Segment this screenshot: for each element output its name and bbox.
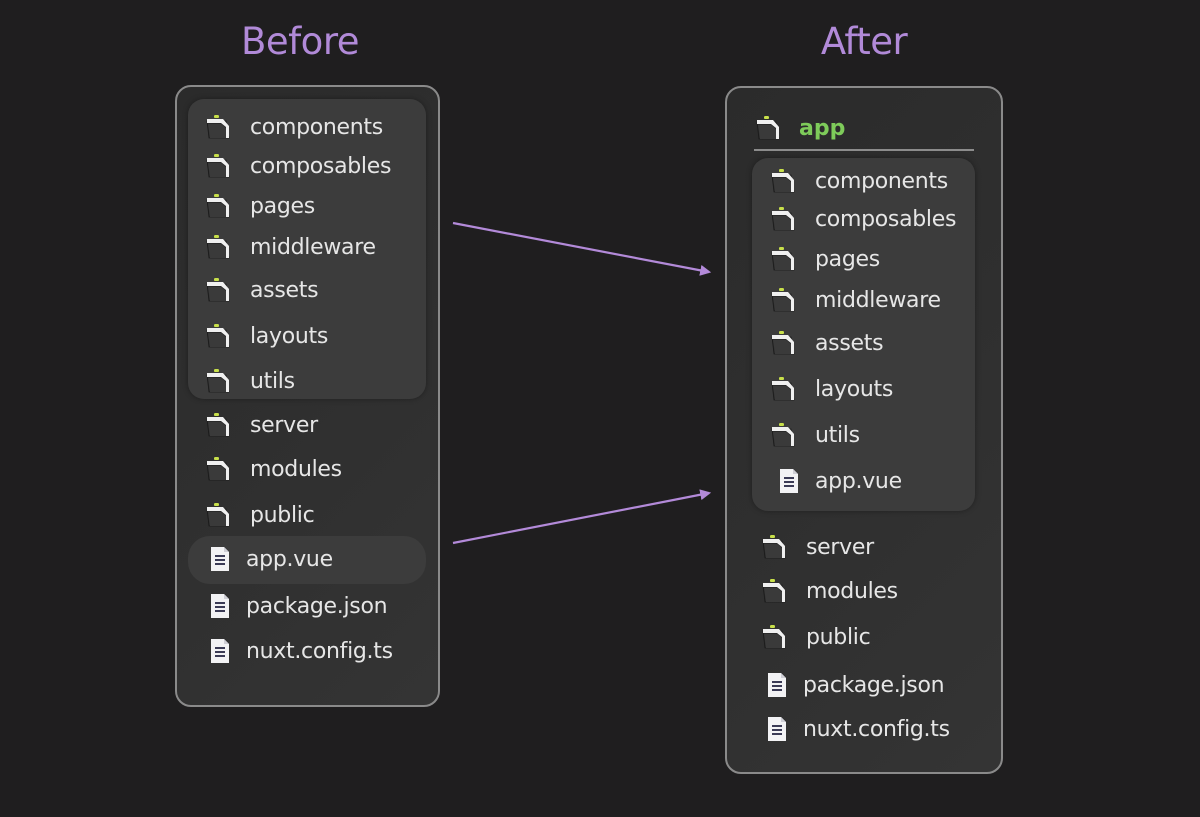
tree-item[interactable]: utils	[769, 419, 860, 451]
tree-item[interactable]: utils	[204, 365, 295, 397]
arrow-folders-to-app	[452, 221, 712, 276]
item-label: assets	[250, 277, 319, 303]
item-label: public	[250, 502, 315, 528]
tree-item[interactable]: layouts	[769, 373, 893, 405]
tree-item[interactable]: pages	[204, 190, 315, 222]
before-title: Before	[241, 20, 359, 63]
tree-item[interactable]: middleware	[204, 231, 376, 263]
tree-item[interactable]: server	[204, 409, 318, 441]
item-label: app.vue	[246, 546, 333, 572]
item-label: package.json	[803, 672, 945, 698]
tree-item[interactable]: pages	[769, 243, 880, 275]
tree-item[interactable]: middleware	[769, 284, 941, 316]
arrow-app-vue-to-app	[452, 489, 712, 545]
tree-item[interactable]: app.vue	[778, 465, 902, 497]
item-label: package.json	[246, 593, 388, 619]
tree-item[interactable]: components	[769, 165, 948, 197]
after-title: After	[820, 20, 908, 63]
tree-item[interactable]: composables	[769, 203, 956, 235]
item-label: nuxt.config.ts	[803, 716, 950, 742]
item-label: modules	[806, 578, 898, 604]
item-label: components	[250, 114, 383, 140]
item-label: public	[806, 624, 871, 650]
item-label: nuxt.config.ts	[246, 638, 393, 664]
tree-item[interactable]: modules	[760, 575, 898, 607]
tree-item[interactable]: nuxt.config.ts	[766, 713, 950, 745]
item-label: middleware	[250, 234, 376, 260]
item-label: middleware	[815, 287, 941, 313]
item-label: utils	[815, 422, 860, 448]
item-label: assets	[815, 330, 884, 356]
item-label: server	[250, 412, 318, 438]
item-label: server	[806, 534, 874, 560]
tree-item[interactable]: components	[204, 111, 383, 143]
tree-item[interactable]: server	[760, 531, 874, 563]
tree-item[interactable]: nuxt.config.ts	[209, 635, 393, 667]
tree-item[interactable]: assets	[204, 274, 319, 306]
item-label: layouts	[250, 323, 329, 349]
item-label: app.vue	[815, 468, 902, 494]
app-folder-header[interactable]: app	[754, 112, 845, 144]
tree-item[interactable]: assets	[769, 327, 884, 359]
item-label: pages	[250, 193, 315, 219]
item-label: pages	[815, 246, 880, 272]
tree-item[interactable]: public	[204, 499, 315, 531]
item-label: utils	[250, 368, 295, 394]
tree-item[interactable]: modules	[204, 453, 342, 485]
item-label: composables	[815, 206, 957, 232]
tree-item[interactable]: package.json	[766, 669, 945, 701]
divider	[754, 149, 974, 151]
tree-item[interactable]: layouts	[204, 320, 328, 352]
item-label: layouts	[815, 376, 894, 402]
tree-item[interactable]: app.vue	[209, 543, 333, 575]
item-label: components	[815, 168, 948, 194]
tree-item[interactable]: package.json	[209, 590, 388, 622]
app-folder-label: app	[799, 115, 846, 141]
item-label: composables	[250, 153, 392, 179]
tree-item[interactable]: public	[760, 621, 871, 653]
tree-item[interactable]: composables	[204, 150, 391, 182]
item-label: modules	[250, 456, 342, 482]
